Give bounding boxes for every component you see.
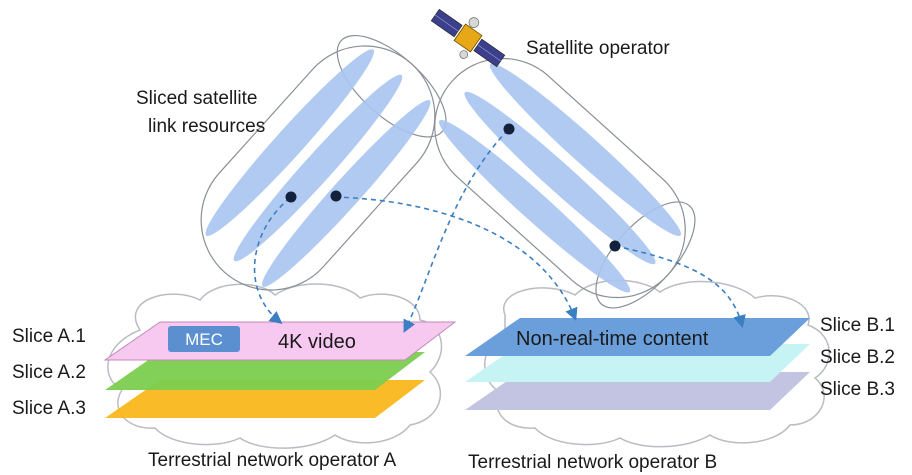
- sliced-resources-label-line1: Sliced satellite: [136, 88, 257, 109]
- operator-a-label: Terrestrial network operator A: [148, 450, 396, 471]
- slice-plane-a2: [105, 352, 425, 390]
- slice-label-b3: Slice B.3: [820, 379, 895, 400]
- beam-dot: [609, 240, 621, 252]
- slice-label-a1: Slice A.1: [12, 326, 86, 347]
- slice-label-b2: Slice B.2: [820, 347, 895, 368]
- slice-plane-b1: [465, 318, 810, 356]
- beam-dot: [330, 190, 342, 202]
- slice-label-a2: Slice A.2: [12, 362, 86, 383]
- mec-label: MEC: [185, 330, 223, 349]
- arrow-slice-to-4k-video-2: [403, 129, 509, 333]
- beam-dot: [503, 123, 515, 135]
- video-label: 4K video: [278, 331, 356, 353]
- arrow-slice-to-non-real-time: [334, 196, 578, 321]
- satellite-tube-2: [434, 57, 696, 309]
- sliced-resources-label-line2: link resources: [148, 116, 265, 137]
- operator-b-label: Terrestrial network operator B: [468, 452, 717, 473]
- arrow-slice-to-4k-video: [253, 197, 291, 325]
- satellite-icon: [430, 8, 506, 68]
- slice-label-a3: Slice A.3: [12, 398, 86, 419]
- satellite-operator-label: Satellite operator: [526, 38, 670, 59]
- mec-box: [168, 326, 240, 352]
- beam-dot: [285, 191, 297, 203]
- arrow-slice-to-non-real-time-2: [614, 245, 746, 329]
- slice-label-b1: Slice B.1: [820, 315, 895, 336]
- satellite-tube-1: [200, 34, 447, 291]
- non-real-time-label: Non-real-time content: [516, 328, 709, 350]
